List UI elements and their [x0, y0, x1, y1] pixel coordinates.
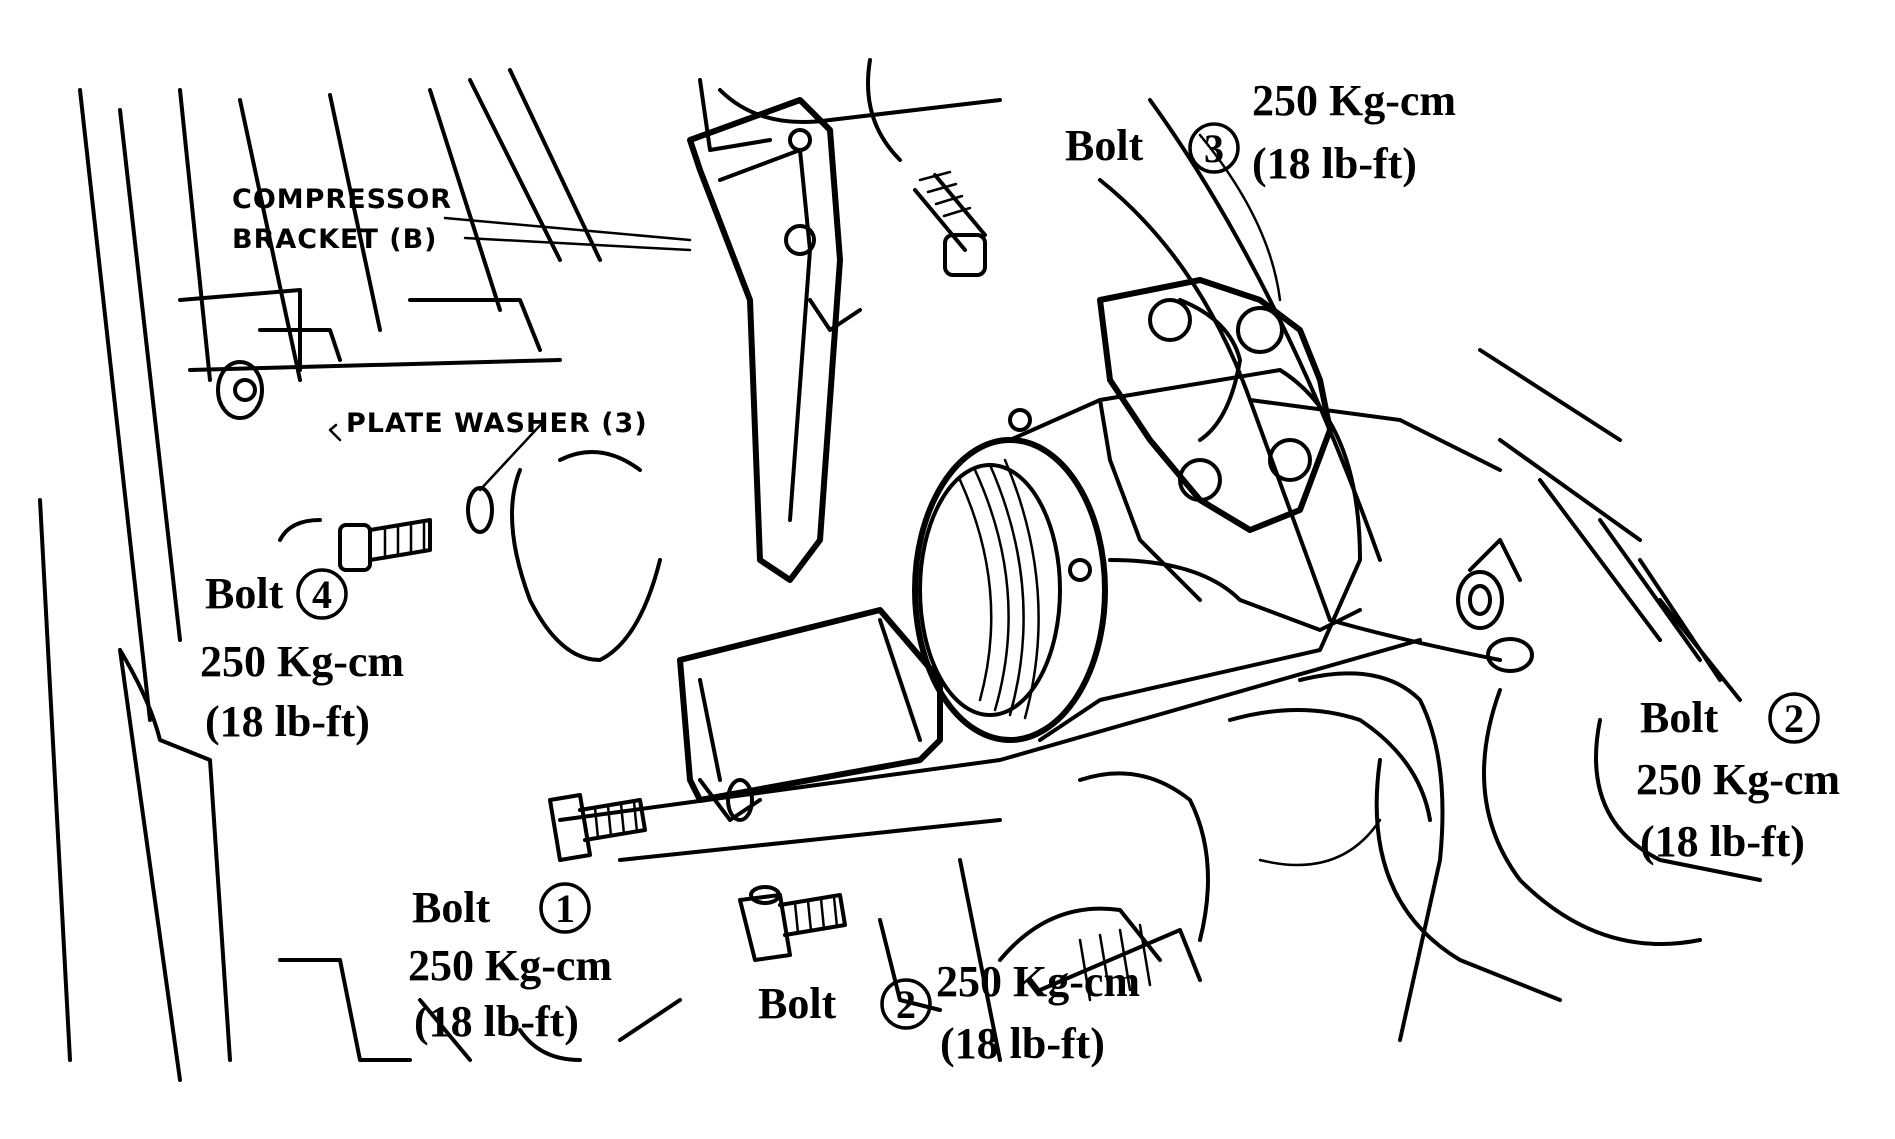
- bolt-2-right-label: Bolt: [1640, 693, 1719, 742]
- bolt-2-bottom-torque: 250 Kg-cm: [936, 957, 1140, 1006]
- bolt-4-number-circle: [296, 568, 348, 620]
- bolt-1-label: Bolt: [412, 883, 491, 932]
- bolt-1-number: 1: [555, 886, 575, 931]
- bolt-1-callout: Bolt 1 250 Kg-cm (18 lb-ft): [408, 882, 612, 1046]
- bolt-2-right-torque: 250 Kg-cm: [1636, 755, 1840, 804]
- bolt-2-bottom-torque-imperial: (18 lb-ft): [940, 1019, 1105, 1068]
- bolt-3-torque: 250 Kg-cm: [1252, 76, 1456, 125]
- lower-hoses: [278, 671, 1762, 1062]
- bolt-3-label: Bolt: [1065, 121, 1144, 170]
- bolt-1-number-circle: [539, 882, 591, 934]
- compressor-body: [912, 277, 1362, 743]
- compressor-bracket-label-line1: COMPRESSOR: [232, 184, 452, 215]
- bolt-3-number: 3: [1204, 126, 1224, 171]
- bolt-2-right-number-circle: [1768, 692, 1820, 744]
- bolt-1-torque-imperial: (18 lb-ft): [414, 997, 579, 1046]
- bolt-1-part: [548, 793, 647, 862]
- bolt-1-torque: 250 Kg-cm: [408, 941, 612, 990]
- bolt-2-right-part: [1456, 538, 1534, 673]
- compressor-bracket-label-line2: BRACKET (B): [232, 224, 438, 255]
- bolt-4-torque: 250 Kg-cm: [200, 637, 404, 686]
- bolt-3-torque-imperial: (18 lb-ft): [1252, 139, 1417, 188]
- bolt-4-torque-imperial: (18 lb-ft): [205, 697, 370, 746]
- plate-washer-assembly: [216, 360, 662, 662]
- bolt-2-right-torque-imperial: (18 lb-ft): [1640, 817, 1805, 866]
- bolt-2-bottom-number-circle: [880, 978, 932, 1030]
- leader-lines: [328, 133, 1382, 867]
- bolt-2-bottom-callout: Bolt 2 250 Kg-cm (18 lb-ft): [758, 957, 1140, 1068]
- plate-washer-label: PLATE WASHER (3): [346, 408, 648, 439]
- bolt-3-number-circle: [1188, 122, 1240, 174]
- bolt-2-right-number: 2: [1784, 696, 1804, 741]
- bolt-3-callout: Bolt 3 250 Kg-cm (18 lb-ft): [1065, 76, 1456, 188]
- bolt-2-part: [738, 885, 847, 962]
- bolt-4-number: 4: [312, 572, 332, 617]
- engine-linework: [38, 58, 1742, 1082]
- bolt-2-right-callout: Bolt 2 250 Kg-cm (18 lb-ft): [1636, 692, 1840, 866]
- bolt-4-callout: Bolt 4 250 Kg-cm (18 lb-ft): [200, 568, 404, 746]
- bolt-2-bottom-label: Bolt: [758, 979, 837, 1028]
- compressor-bracket: [687, 97, 862, 583]
- bolt-2-bottom-number: 2: [896, 982, 916, 1027]
- bolt-4-label: Bolt: [205, 569, 284, 618]
- bolt-3-part: [913, 170, 987, 277]
- lower-bracket: [558, 607, 1422, 862]
